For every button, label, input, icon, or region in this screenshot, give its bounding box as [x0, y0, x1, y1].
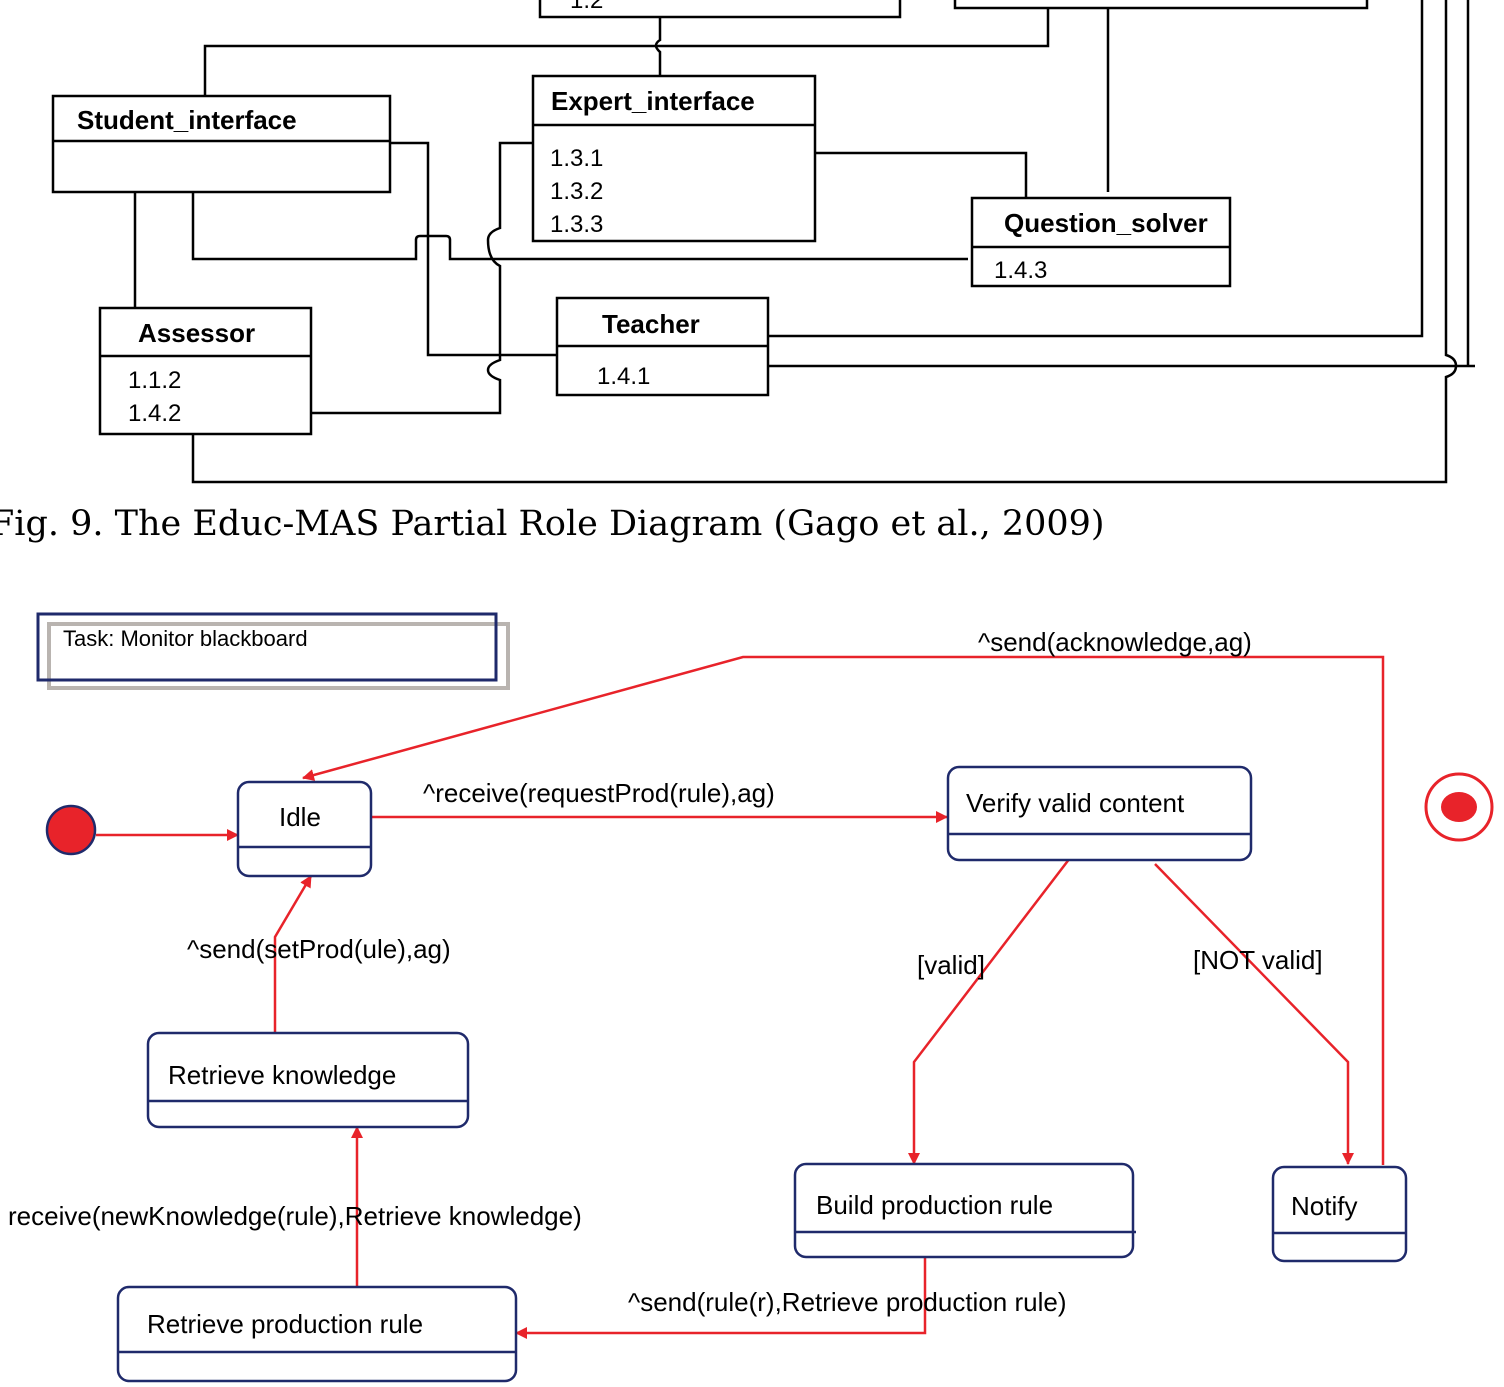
transition-send-setprod: [273, 875, 313, 1032]
connector-line: [312, 141, 532, 415]
transition-not-valid: [1154, 863, 1354, 1165]
role-item: 1.4.3: [994, 257, 1047, 284]
state-label-build-rule: Build production rule: [816, 1190, 1053, 1220]
partial-role-box-left: [538, 0, 902, 19]
transition-label-not-valid: [NOT valid]: [1193, 945, 1323, 975]
transition-label-send-rule: ^send(rule(r),Retrieve production rule): [628, 1287, 1066, 1317]
state-verify-valid-content: [946, 765, 1253, 862]
transition-valid: [908, 857, 1071, 1165]
transition-send-rule: [515, 1258, 927, 1339]
state-notify: [1271, 1165, 1408, 1263]
role-item: 1.1.2: [128, 367, 181, 394]
role-question-solver: [970, 196, 1232, 288]
final-state-icon: [1424, 772, 1494, 842]
connector-line: [768, 0, 1424, 338]
initial-state-icon: [45, 804, 97, 856]
role-title-student-interface: Student_interface: [77, 105, 297, 135]
role-expert-interface: [531, 74, 817, 243]
transition-label-receive-newknowledge: receive(newKnowledge(rule),Retrieve know…: [8, 1201, 582, 1231]
state-label-retrieve-knowledge: Retrieve knowledge: [168, 1060, 396, 1090]
role-item: 1.3.3: [550, 211, 603, 238]
role-assessor: [98, 306, 313, 436]
state-label-notify: Notify: [1291, 1191, 1357, 1221]
connector-line: [191, 0, 1458, 484]
state-build-production-rule: [793, 1162, 1136, 1259]
role-title-assessor: Assessor: [138, 318, 255, 348]
role-item: 1.4.2: [128, 400, 181, 427]
task-label: Task: Monitor blackboard: [63, 626, 308, 651]
role-item: 1.4.1: [597, 363, 650, 390]
state-idle: [236, 780, 373, 878]
state-retrieve-knowledge: [146, 1031, 470, 1129]
role-item: 1.3.1: [550, 145, 603, 172]
state-label-verify: Verify valid content: [966, 788, 1185, 818]
figure-caption: Fig. 9. The Educ-MAS Partial Role Diagra…: [0, 504, 1105, 544]
transition-send-acknowledge: [302, 655, 1385, 1165]
connector-line: [203, 8, 1050, 95]
state-label-idle: Idle: [279, 802, 321, 832]
role-diagram: [51, 0, 1475, 484]
role-item: 1.3.2: [550, 178, 603, 205]
transition-label-send-ack: ^send(acknowledge,ag): [978, 627, 1252, 657]
partial-box-label: 1.2: [570, 0, 603, 14]
partial-role-box-right: [953, 0, 1369, 10]
connector-line: [191, 192, 968, 261]
role-title-expert-interface: Expert_interface: [551, 86, 755, 116]
role-title-question-solver: Question_solver: [1004, 208, 1208, 238]
connector-line: [390, 141, 557, 357]
connector-line: [815, 151, 1028, 200]
role-student-interface: [51, 94, 392, 194]
state-retrieve-production-rule: [116, 1285, 518, 1383]
state-label-retrieve-rule: Retrieve production rule: [147, 1309, 423, 1339]
role-teacher: [555, 296, 770, 397]
task-label-box: [36, 612, 510, 690]
transition-label-send-setprod: ^send(setProd(ule),ag): [187, 934, 451, 964]
transition-label-valid: [valid]: [917, 950, 985, 980]
role-title-teacher: Teacher: [602, 309, 700, 339]
transition-label-receive-request: ^receive(requestProd(rule),ag): [423, 778, 775, 808]
